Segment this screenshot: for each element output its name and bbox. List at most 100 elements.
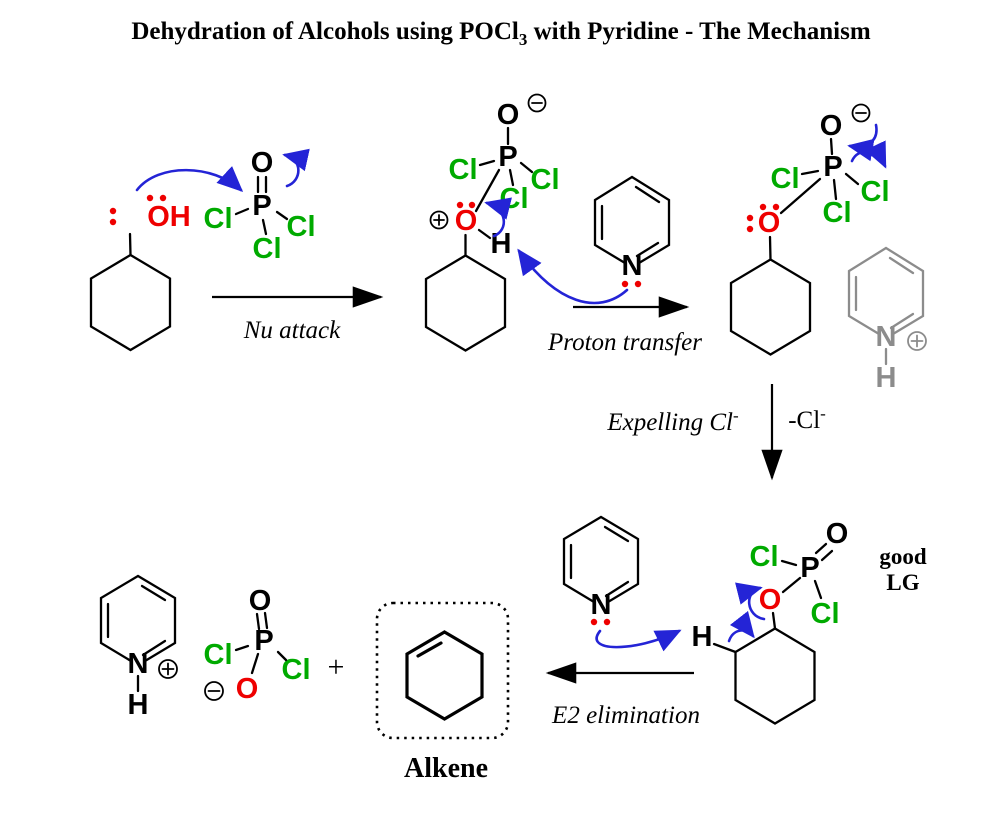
step3-superscript: -	[733, 406, 739, 425]
hydrogen-label: H	[491, 228, 512, 260]
substrate-good-lg: O P O Cl Cl H	[692, 518, 849, 725]
step3-label: Expelling Cl-	[606, 406, 739, 436]
nitrogen-label: N	[591, 589, 612, 621]
chlorine-label: Cl	[500, 183, 529, 215]
p-cl-bond	[780, 559, 798, 567]
nitrogen-label: N	[128, 648, 149, 680]
reactant-pocl3: O P Cl Cl Cl	[204, 147, 316, 265]
curved-arrow-oh-bond-to-o	[484, 197, 512, 238]
phosphorus-label: P	[254, 625, 273, 657]
chlorine-label: Cl	[750, 541, 779, 573]
p-o-double-bond	[256, 175, 268, 194]
phosphorus-label: P	[252, 190, 271, 222]
good-lg-label-line1: good	[879, 544, 927, 569]
chlorine-label: Cl	[823, 197, 852, 229]
oxygen-label: O	[251, 147, 274, 179]
curved-arrow-co-to-o	[735, 582, 766, 621]
oxygen-label: O	[249, 585, 272, 617]
cyclohexane-ring	[729, 258, 812, 356]
pyridine: N	[593, 175, 671, 288]
reactant-cyclohexanol: OH	[89, 194, 191, 352]
p-o-bond	[250, 652, 260, 675]
phosphorus-label: P	[800, 552, 819, 584]
p-cl-bond	[234, 644, 250, 652]
plus-sign: +	[328, 651, 345, 684]
p-cl-bond	[800, 169, 820, 176]
lone-pair-dots	[109, 194, 167, 226]
step1-label: Nu attack	[243, 317, 341, 344]
title-text-2: with Pyridine - The Mechanism	[527, 18, 871, 45]
chlorine-label: Cl	[204, 203, 233, 235]
minus-charge-icon	[204, 681, 224, 701]
chlorine-label: Cl	[531, 164, 560, 196]
lone-pair-dots	[746, 203, 780, 233]
nitrogen-label: N	[876, 321, 897, 353]
chlorine-label: Cl	[204, 639, 233, 671]
nitrogen-label: N	[622, 250, 643, 282]
plus-charge-icon	[907, 331, 927, 351]
step4-label: E2 elimination	[551, 702, 700, 729]
plus-charge-icon	[429, 210, 449, 230]
chlorine-label: Cl	[449, 154, 478, 186]
minus-cl-superscript: -	[820, 404, 826, 423]
c-o-bond	[771, 611, 777, 630]
curved-arrow-n-to-h	[517, 248, 629, 305]
p-cl-bond	[234, 207, 250, 216]
pyridine-base: N	[562, 515, 640, 626]
alkene-highlight-box	[375, 601, 510, 740]
oxygen-label: O	[236, 673, 259, 705]
step3-text: Expelling Cl	[606, 409, 733, 436]
p-cl-bond	[519, 161, 534, 174]
good-lg-label-line2: LG	[886, 570, 919, 595]
curved-arrow-ch-to-cc	[727, 610, 755, 643]
p-cl-bond	[478, 159, 496, 167]
p-o-bond	[829, 137, 834, 156]
title-text: Dehydration of Alcohols using POCl	[131, 18, 519, 45]
oxygen-label: O	[759, 584, 782, 616]
oxygen-label: O	[826, 518, 849, 550]
p-cl-bond	[508, 168, 515, 187]
product-alkene: Alkene	[375, 601, 510, 784]
pyridinium-spectator: N H	[847, 246, 927, 394]
cyclohexane-ring	[424, 254, 507, 352]
minus-charge-icon	[527, 93, 547, 113]
p-cl-bond	[261, 218, 268, 236]
cyclohexane-ring	[734, 627, 816, 725]
chlorine-label: Cl	[287, 211, 316, 243]
hydrogen-label: H	[128, 689, 149, 721]
chlorine-label: Cl	[253, 233, 282, 265]
hydrogen-label: H	[876, 362, 897, 394]
cyclohexane-ring	[89, 253, 172, 352]
pyridinium-ring	[847, 246, 925, 336]
p-cl-bond	[275, 210, 289, 221]
pyridinium-ring	[99, 574, 177, 663]
p-cl-bond	[832, 178, 838, 201]
minus-charge-icon	[851, 103, 871, 123]
curved-arrow-o-to-p	[847, 123, 878, 162]
o-p-bond	[781, 576, 802, 594]
pyridinium-double-bonds	[854, 256, 915, 330]
intermediate-phosphate-ester: O O P Cl Cl Cl	[729, 103, 890, 356]
hydroxyl-label: OH	[147, 201, 191, 233]
pyridine-ring	[593, 175, 671, 265]
minus-cl-label: -Cl-	[788, 404, 826, 434]
title-subscript: 3	[518, 30, 528, 49]
p-cl-bond	[813, 579, 823, 600]
product-pyridinium: N H	[99, 574, 178, 721]
p-o-double-bond	[814, 542, 834, 562]
c-h-bond	[712, 642, 737, 654]
c-o-bond	[128, 232, 132, 257]
curved-arrow-n-to-h-e2	[595, 629, 682, 652]
step2-label: Proton transfer	[547, 329, 702, 356]
plus-charge-icon	[158, 659, 178, 679]
curved-arrow-pcl-to-cl	[850, 140, 887, 169]
lone-pair-dots	[456, 201, 476, 209]
alkene-label: Alkene	[404, 753, 488, 784]
p-cl-bond	[844, 172, 860, 186]
c-c-double-bond	[416, 641, 443, 658]
pyridinium-double-bonds	[106, 584, 167, 657]
chlorine-label: Cl	[861, 176, 890, 208]
chlorine-label: Cl	[771, 163, 800, 195]
